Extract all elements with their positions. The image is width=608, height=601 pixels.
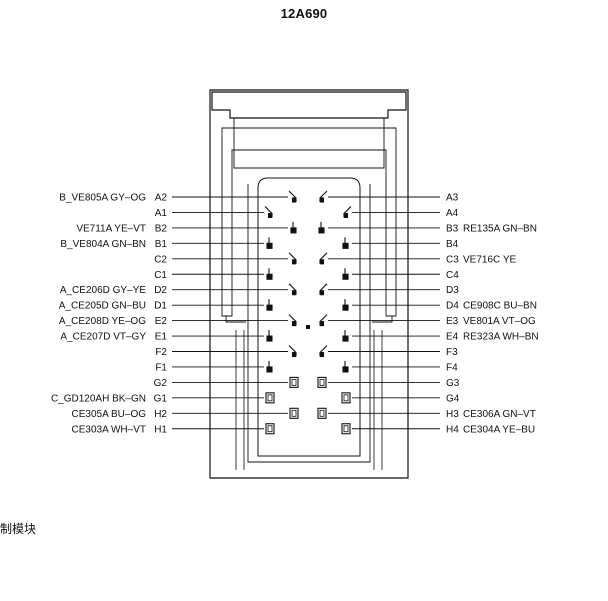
- cavity-h2: [289, 407, 299, 419]
- pin-id-h1: H1: [154, 424, 167, 435]
- cavity-d2: [288, 283, 297, 296]
- cavity-c2: [288, 252, 297, 265]
- cavity-c3: [319, 252, 328, 265]
- housing-shroud: [221, 127, 397, 317]
- cavity-a1: [264, 206, 273, 218]
- wire-label-a2: B_VE805A GY–OG: [59, 193, 146, 204]
- housing-latch: [211, 91, 407, 119]
- pin-id-a3: A3: [446, 193, 459, 204]
- cavity-a2: [288, 190, 297, 203]
- pin-cavities: [264, 190, 352, 435]
- pin-id-c3: C3: [446, 254, 459, 265]
- cavity-g3: [317, 376, 327, 388]
- wire-label-e4: RE323A WH–BN: [463, 332, 539, 343]
- pin-id-e2: E2: [155, 316, 168, 327]
- pin-id-h3: H3: [446, 409, 459, 420]
- pin-id-f3: F3: [446, 347, 458, 358]
- lower-wall-right: [373, 330, 383, 470]
- cavity-g4: [341, 392, 351, 404]
- cavity-a4: [343, 206, 352, 218]
- cavity-c4: [342, 268, 349, 280]
- wire-label-c3: VE716C YE: [463, 254, 517, 265]
- cavity-e3: [319, 314, 328, 327]
- pin-id-c4: C4: [446, 270, 459, 281]
- wire-label-h2: CE305A BU–OG: [72, 409, 147, 420]
- wire-label-e2: A_CE208D YE–OG: [59, 316, 146, 327]
- cavity-b2: [290, 221, 297, 234]
- cavity-g1: [265, 392, 275, 404]
- left-keyway: [225, 316, 246, 323]
- pin-id-b1: B1: [155, 239, 168, 250]
- pin-id-f1: F1: [155, 362, 167, 373]
- cavity-h1: [265, 423, 275, 435]
- wire-label-b1: B_VE804A GN–BN: [60, 239, 146, 250]
- pin-id-a2: A2: [155, 193, 168, 204]
- wire-label-d1: A_CE205D GN–BU: [59, 301, 146, 312]
- pin-id-c1: C1: [154, 270, 167, 281]
- cavity-b1: [266, 237, 273, 249]
- cavity-e1: [266, 330, 273, 342]
- cavity-b3: [318, 221, 325, 234]
- pin-id-f2: F2: [155, 347, 167, 358]
- pin-id-c2: C2: [154, 254, 167, 265]
- cavity-h3: [317, 407, 327, 419]
- pin-id-a4: A4: [446, 208, 459, 219]
- housing-latch-inner: [233, 117, 385, 169]
- housing-outer: [209, 89, 409, 479]
- pin-id-h4: H4: [446, 424, 459, 435]
- cavity-h4: [341, 423, 351, 435]
- pin-id-g2: G2: [154, 378, 168, 389]
- cavity-f4: [342, 360, 349, 373]
- cavity-c1: [266, 268, 273, 280]
- pin-id-h2: H2: [154, 409, 167, 420]
- pin-id-g3: G3: [446, 378, 460, 389]
- wire-label-g1: C_GD120AH BK–GN: [51, 393, 146, 404]
- cavity-b4: [342, 237, 349, 249]
- pin-id-b2: B2: [155, 223, 168, 234]
- wire-label-e3: VE801A VT–OG: [463, 316, 536, 327]
- pin-id-b4: B4: [446, 239, 459, 250]
- pin-field-inner: [247, 184, 371, 463]
- connector-title: 12A690: [280, 6, 328, 21]
- footer-caption: 制模块: [0, 522, 37, 536]
- pin-id-b3: B3: [446, 223, 459, 234]
- wire-leads: [172, 196, 440, 430]
- pin-id-d3: D3: [446, 285, 459, 296]
- pin-id-d2: D2: [154, 285, 167, 296]
- connector-housing: [209, 89, 409, 479]
- pin-id-g1: G1: [154, 393, 168, 404]
- right-keyway: [372, 316, 393, 323]
- cavity-d1: [266, 299, 273, 311]
- pin-id-f4: F4: [446, 362, 458, 373]
- lower-wall-left: [235, 330, 245, 470]
- wire-label-e1: A_CE207D VT–GY: [60, 332, 146, 343]
- cavity-a3: [319, 190, 328, 203]
- cavity-f3: [319, 345, 328, 358]
- cavity-g2: [289, 376, 299, 388]
- wire-label-h1: CE303A WH–VT: [72, 424, 146, 435]
- wire-label-b3: RE135A GN–BN: [463, 223, 537, 234]
- cavity-e4: [342, 330, 349, 342]
- wire-label-h3: CE306A GN–VT: [463, 409, 536, 420]
- cavity-e2: [288, 314, 297, 327]
- cavity-f1: [266, 360, 273, 373]
- cavity-d4: [342, 299, 349, 311]
- cavity-f2: [288, 345, 297, 358]
- pin-id-e1: E1: [155, 332, 168, 343]
- pin-id-e3: E3: [446, 316, 459, 327]
- center-key-mark: [306, 325, 310, 329]
- pin-id-e4: E4: [446, 332, 459, 343]
- pin-id-g4: G4: [446, 393, 460, 404]
- cavity-d3: [319, 283, 328, 296]
- wire-label-h4: CE304A YE–BU: [463, 424, 535, 435]
- pin-field: [257, 177, 361, 457]
- wire-label-b2: VE711A YE–VT: [76, 223, 146, 234]
- wire-label-d4: CE908C BU–BN: [463, 301, 537, 312]
- pin-id-d4: D4: [446, 301, 459, 312]
- pin-id-a1: A1: [155, 208, 168, 219]
- wire-label-d2: A_CE206D GY–YE: [60, 285, 146, 296]
- pin-id-d1: D1: [154, 301, 167, 312]
